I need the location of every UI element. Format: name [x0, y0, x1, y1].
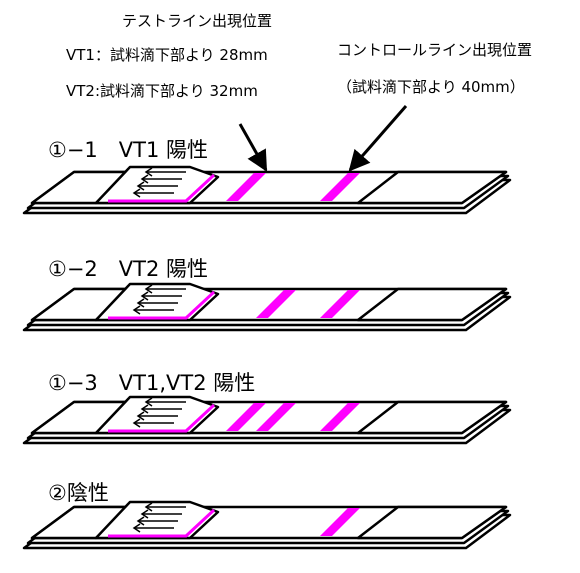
test-strip-1 — [22, 165, 512, 215]
flow-arrow-head — [140, 404, 149, 414]
control-line-distance: （試料滴下部より 40mm） — [337, 78, 525, 96]
control-line-arrow — [348, 105, 408, 172]
flow-arrow-head — [140, 291, 149, 301]
control-line — [320, 290, 360, 318]
flow-arrow-head — [132, 418, 141, 428]
flow-arrow-head — [136, 181, 145, 191]
flow-arrow-head — [144, 284, 153, 294]
flow-arrow-head — [144, 397, 153, 407]
vt2-line — [256, 403, 296, 431]
absorbent-pad — [356, 287, 508, 322]
test-line-vt2-distance: VT2:試料滴下部より 32mm — [66, 82, 258, 100]
flow-arrow-head — [132, 523, 141, 533]
conjugate-pad — [94, 395, 220, 435]
test-line-vt1-distance: VT1：試料滴下部より 28mm — [66, 46, 268, 64]
test-line-arrow — [238, 123, 268, 172]
conjugate-pad — [94, 500, 220, 540]
absorbent-pad — [356, 400, 508, 435]
control-line-title: コントロールライン出現位置 — [337, 41, 533, 59]
flow-arrow-head — [136, 516, 145, 526]
control-line — [320, 508, 360, 536]
control-line — [320, 173, 360, 201]
flow-arrow-head — [132, 305, 141, 315]
flow-arrow-head — [140, 509, 149, 519]
flow-arrow-head — [136, 298, 145, 308]
conjugate-pad — [94, 165, 220, 205]
sample-edge-mark — [108, 290, 216, 320]
control-line — [320, 403, 360, 431]
flow-arrow-head — [132, 188, 141, 198]
vt2-line — [256, 290, 296, 318]
vt1-line — [226, 403, 266, 431]
flow-arrow-head — [136, 411, 145, 421]
test-strip-2 — [22, 282, 512, 332]
test-line-title: テストライン出現位置 — [122, 12, 273, 30]
panel-3-title: ①−3 VT1,VT2 陽性 — [48, 371, 256, 395]
test-strip-3 — [22, 395, 512, 445]
absorbent-pad — [356, 505, 508, 540]
flow-arrow-head — [144, 167, 153, 177]
sample-edge-mark — [108, 508, 216, 538]
test-strip-4 — [22, 500, 512, 550]
sample-edge-mark — [108, 403, 216, 433]
conjugate-pad — [94, 282, 220, 322]
flow-arrow-head — [140, 174, 149, 184]
sample-edge-mark — [108, 173, 216, 203]
panel-2-title: ①−2 VT2 陽性 — [48, 257, 209, 281]
absorbent-pad — [356, 170, 508, 205]
vt1-line — [226, 173, 266, 201]
panel-1-title: ①−1 VT1 陽性 — [48, 138, 209, 162]
flow-arrow-head — [144, 502, 153, 512]
panel-4-title: ②陰性 — [48, 481, 109, 505]
